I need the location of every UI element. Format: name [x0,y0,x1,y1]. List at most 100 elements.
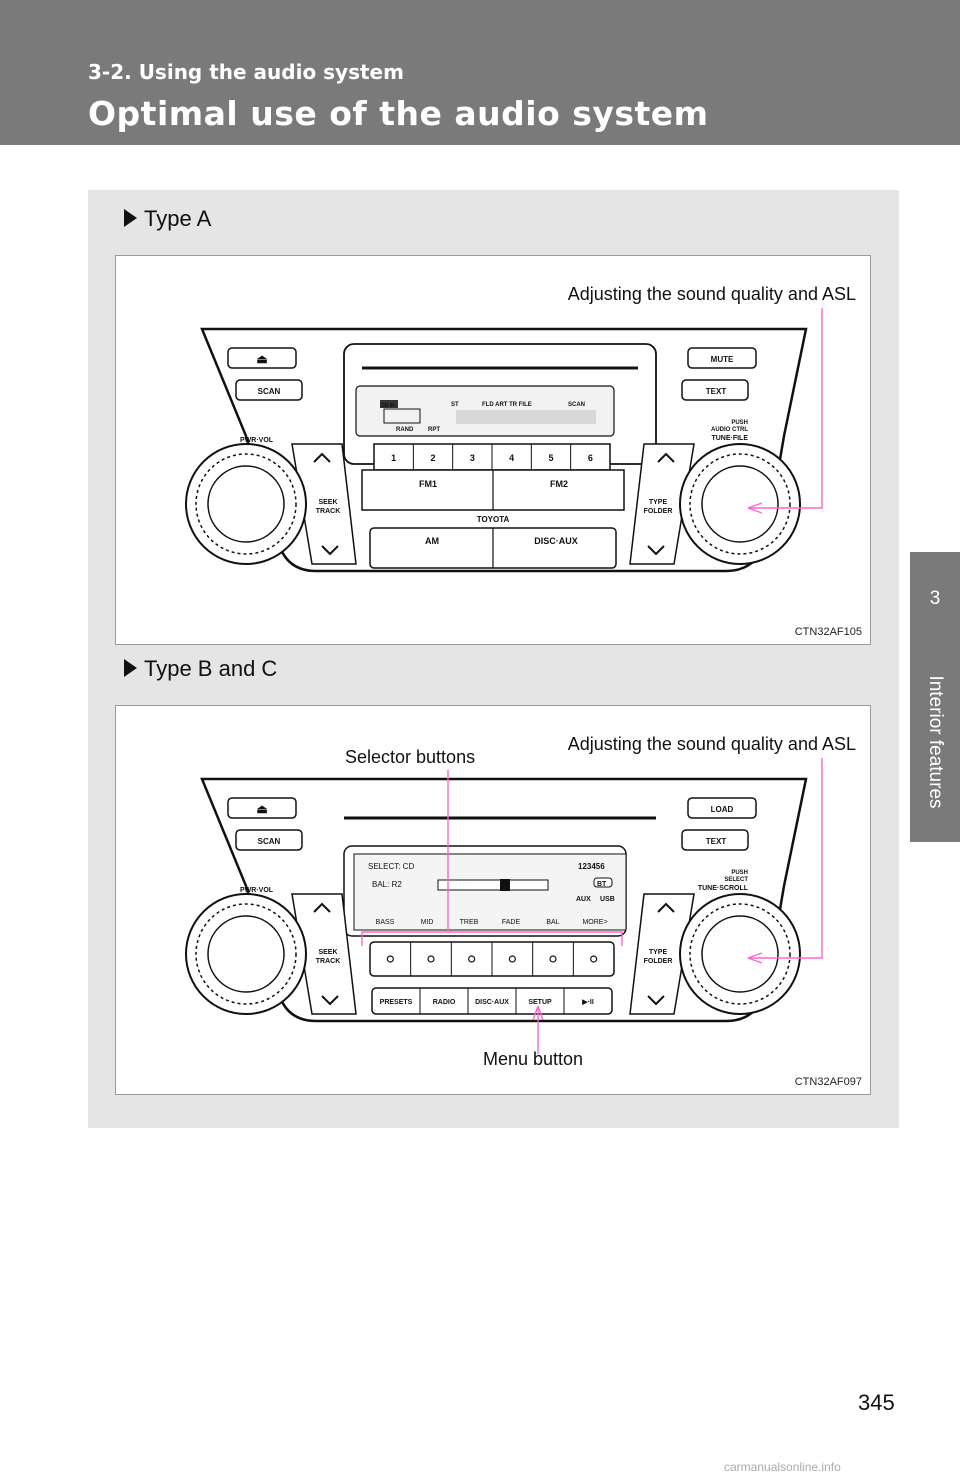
folder-label: FOLDER [644,508,673,515]
callout-adjust-sound: Adjusting the sound quality and ASL [567,284,856,304]
load-button[interactable] [687,797,757,819]
display-select-text: SELECT: CD [368,862,414,871]
text-button-label: TEXT [706,387,727,396]
seek-down-icon [321,995,339,1006]
function-button-4[interactable]: ▶·II [581,999,594,1006]
function-buttons: PRESETS RADIO DISC·AUX SETUP ▶·II [380,988,594,1014]
function-button-3[interactable]: SETUP [528,999,552,1006]
page-number: 345 [858,1390,895,1415]
type-folder-rocker[interactable] [629,893,695,1015]
watermark: carmanualsonline.info [724,1460,841,1474]
callout-line-adjust [748,308,823,509]
eject-button[interactable] [227,797,297,819]
type-label: TYPE [649,949,668,956]
seek-track-rocker[interactable] [291,893,357,1015]
selector-button-3[interactable] [468,955,476,963]
display-bal-text: BAL: R2 [372,880,402,889]
selector-button-2[interactable] [427,955,435,963]
function-button-2[interactable]: DISC·AUX [475,999,509,1006]
function-button-1[interactable]: RADIO [433,999,456,1006]
display-tab-2: TREB [460,919,479,926]
text-button[interactable] [681,829,749,851]
balance-slider [437,879,549,891]
preset-button-1[interactable]: 1 [391,453,396,463]
chapter-tab: 3 Interior features [910,552,960,842]
am-button[interactable]: AM [425,536,439,546]
push-label: PUSH [731,420,748,426]
eject-button[interactable] [227,347,297,369]
track-label: TRACK [316,508,341,515]
type-label: TYPE [649,499,668,506]
selector-button-1[interactable] [386,955,394,963]
selector-buttons [386,942,598,976]
arrow-right-icon [124,209,137,227]
preset-button-2[interactable]: 2 [430,453,435,463]
section-label: 3-2. Using the audio system [88,60,404,84]
tune-scroll-label: TUNE·SCROLL [698,885,749,892]
figure-code: CTN32AF105 [794,626,862,638]
callout-arrowhead [747,502,763,514]
aux-label: AUX [576,896,591,903]
type-a-heading: Type A [124,206,211,232]
type-bc-heading: Type B and C [124,656,277,682]
display-rand-label: RAND [396,427,414,433]
folder-label: FOLDER [644,958,673,965]
display-st-label: ST [451,402,459,408]
display-rpt-label: RPT [428,427,440,433]
callout-arrowhead-menu [532,1005,544,1021]
preset-button-3[interactable]: 3 [470,453,475,463]
scan-button[interactable] [235,829,303,851]
push-label: PUSH [731,870,748,876]
display-tab-1: MID [421,919,434,926]
page-title: Optimal use of the audio system [88,94,709,133]
callout-adjust-sound: Adjusting the sound quality and ASL [567,734,856,754]
type-bc-heading-label: Type B and C [144,656,278,681]
tune-file-label: TUNE·FILE [711,435,748,442]
callout-selector-buttons: Selector buttons [345,747,476,767]
track-label: TRACK [316,958,341,965]
display-fld-label: FLD ART TR FILE [482,402,532,408]
pwr-vol-label: PWR·VOL [240,887,274,894]
preset-buttons: 1 2 3 4 5 6 [391,444,593,470]
display-scan-label: SCAN [568,402,585,408]
callout-arrowhead [747,952,763,964]
chapter-number: 3 [929,588,941,609]
fm2-button[interactable]: FM2 [550,479,568,489]
brand-logo: TOYOTA [477,515,510,524]
eject-icon: ⏏ [256,352,268,366]
callout-bracket-selector [361,931,623,946]
preset-button-4[interactable]: 4 [509,453,514,463]
preset-button-5[interactable]: 5 [548,453,553,463]
pwr-vol-knob[interactable] [185,893,307,1015]
tune-file-knob[interactable] [679,443,801,565]
figure-type-bc: SELECT: CD BAL: R2 123456 BT AUX USB BAS… [115,705,871,1095]
preset-button-6[interactable]: 6 [588,453,593,463]
display-digits [383,408,421,424]
selector-button-4[interactable] [508,955,516,963]
type-folder-rocker[interactable] [629,443,695,565]
display-tab-4: BAL [546,919,559,926]
text-button[interactable] [681,379,749,401]
chapter-label: Interior features [925,675,946,809]
audio-ctrl-label: AUDIO CTRL [711,427,748,433]
disc-aux-button[interactable]: DISC·AUX [534,536,578,546]
text-button-label: TEXT [706,837,727,846]
mute-button[interactable] [687,347,757,369]
display-tab-0: BASS [376,919,395,926]
scan-button[interactable] [235,379,303,401]
bt-label: BT [597,881,607,888]
tune-scroll-knob[interactable] [679,893,801,1015]
arrow-right-icon [124,659,137,677]
function-button-0[interactable]: PRESETS [380,999,413,1006]
balance-indicator [500,879,510,891]
seek-track-rocker[interactable] [291,443,357,565]
display-preset-numbers: 123456 [578,862,605,871]
fm1-button[interactable]: FM1 [419,479,437,489]
type-up-icon [657,902,675,913]
eject-icon: ⏏ [256,802,268,816]
selector-button-6[interactable] [590,955,598,963]
selector-button-5[interactable] [549,955,557,963]
pwr-vol-knob[interactable] [185,443,307,565]
audio-unit-type-bc-illustration: SELECT: CD BAL: R2 123456 BT AUX USB BAS… [185,758,823,1054]
